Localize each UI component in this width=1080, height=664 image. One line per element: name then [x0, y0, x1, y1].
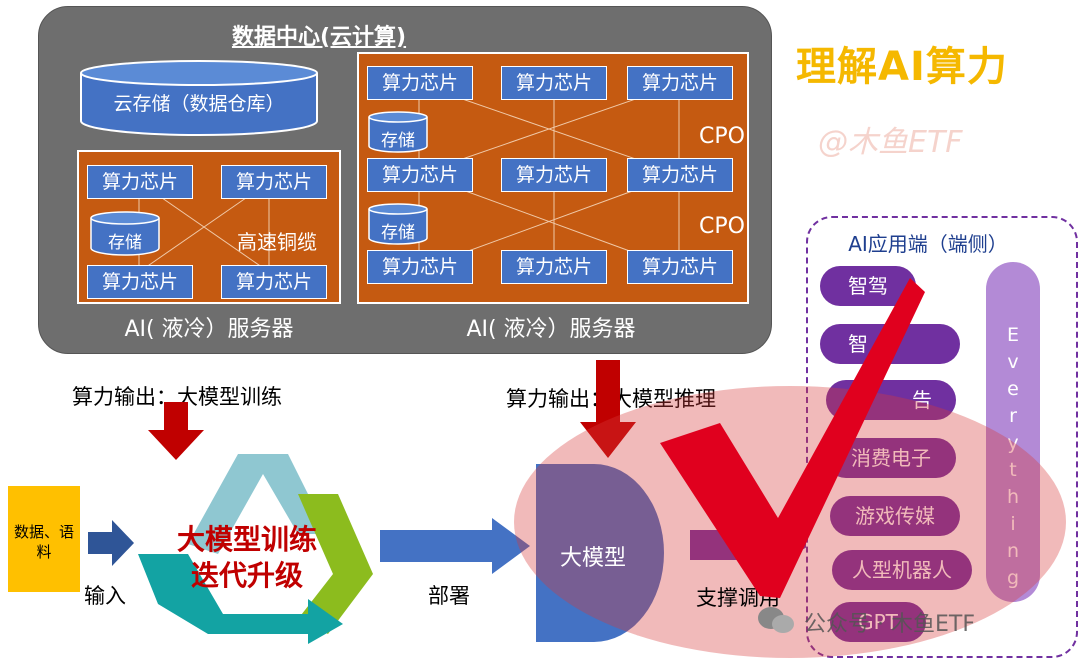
footer-watermark: 公众号 · 木鱼ETF: [804, 612, 975, 637]
red-down-arrow: [148, 402, 204, 460]
storage-cylinder: [90, 211, 160, 256]
app-pill: 人型机器人: [832, 550, 972, 590]
app-pill: GPT: [830, 602, 926, 642]
compute-chip: 算力芯片: [221, 265, 327, 299]
check-mark-icon: [660, 278, 925, 598]
data-center-title: 数据中心(云计算): [231, 25, 407, 50]
compute-chip: 算力芯片: [87, 165, 193, 199]
data-center-panel: 数据中心(云计算) 云存储（数据仓库） 算力芯片 算力芯片 算力芯片 算力芯片 …: [38, 6, 772, 354]
cpo-label: CPO: [699, 124, 745, 149]
wechat-icon: [758, 607, 794, 633]
compute-chip: 算力芯片: [87, 265, 193, 299]
cycle-arrows-graphic: [138, 454, 373, 644]
compute-chip: 算力芯片: [367, 66, 473, 100]
main-title: 理解AI算力: [796, 44, 1008, 90]
storage-label: 存储: [381, 223, 415, 243]
app-pill: 游戏传媒: [830, 496, 960, 536]
deploy-label: 部署: [428, 584, 470, 608]
input-arrow: [88, 520, 134, 566]
cloud-storage-label: 云存储（数据仓库）: [113, 93, 285, 115]
server-small: 算力芯片 算力芯片 算力芯片 算力芯片 存储 高速铜缆: [77, 150, 341, 304]
compute-chip: 算力芯片: [221, 165, 327, 199]
compute-chip: 算力芯片: [627, 158, 733, 192]
compute-chip: 算力芯片: [367, 158, 473, 192]
cycle-line-2: 迭代升级: [190, 559, 303, 592]
server-large: 算力芯片 算力芯片 算力芯片 算力芯片 算力芯片 算力芯片 算力芯片 算力芯片 …: [357, 52, 749, 304]
cloud-storage-cylinder: [80, 60, 318, 136]
cpo-label: CPO: [699, 214, 745, 239]
large-model-shape: [536, 464, 664, 642]
compute-chip: 算力芯片: [501, 66, 607, 100]
ai-app-title: AI应用端（端侧）: [848, 232, 1008, 256]
data-source-box: 数据、语料: [8, 486, 80, 592]
data-source-label: 数据、语料: [13, 523, 74, 561]
red-down-arrow: [580, 360, 636, 458]
input-label: 输入: [84, 584, 126, 608]
server-small-label: AI( 液冷）服务器: [124, 317, 294, 342]
copper-cable-label: 高速铜缆: [237, 230, 317, 254]
storage-label: 存储: [381, 131, 415, 151]
server-large-label: AI( 液冷）服务器: [466, 317, 636, 342]
compute-chip: 算力芯片: [367, 250, 473, 284]
storage-cylinder: [368, 111, 428, 153]
cycle-text: 大模型训练 迭代升级: [162, 522, 332, 594]
storage-cylinder: [368, 203, 428, 245]
compute-chip: 算力芯片: [501, 158, 607, 192]
compute-chip: 算力芯片: [627, 250, 733, 284]
storage-label: 存储: [108, 233, 142, 253]
compute-chip: 算力芯片: [501, 250, 607, 284]
cycle-line-1: 大模型训练: [176, 523, 317, 556]
compute-chip: 算力芯片: [627, 66, 733, 100]
large-model-label: 大模型: [560, 546, 627, 571]
deploy-arrow: [380, 518, 530, 574]
watermark-text: @木鱼ETF: [818, 125, 963, 160]
